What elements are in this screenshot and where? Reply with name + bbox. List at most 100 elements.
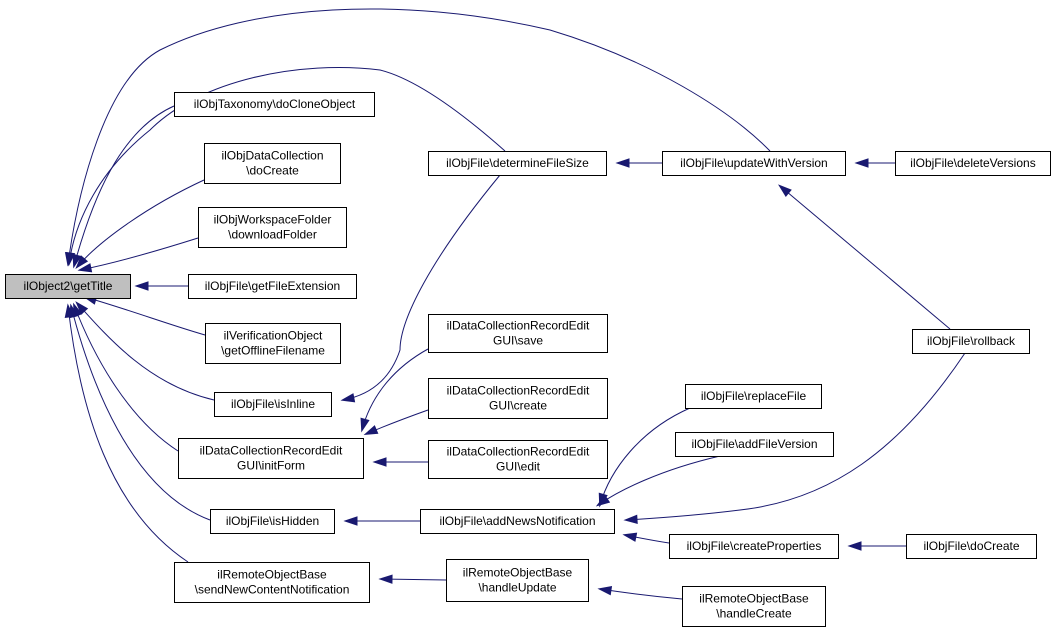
node-box[interactable] (205, 323, 341, 364)
edge-line (599, 588, 683, 600)
node-label: GUI\initForm (237, 459, 305, 473)
node-box[interactable] (895, 151, 1051, 176)
node-box[interactable] (912, 329, 1030, 354)
graph-node-inl[interactable]: ilObjFile\isInline (214, 392, 332, 417)
node-label: ilObjFile\determineFileSize (446, 156, 589, 170)
graph-node-rem[interactable]: ilRemoteObjectBase\sendNewContentNotific… (174, 562, 370, 603)
edge-hid-to-root (69, 303, 211, 521)
node-box[interactable] (198, 207, 347, 248)
node-box[interactable] (428, 151, 607, 176)
edge-cpr-to-ann (622, 532, 670, 544)
edge-arrowhead (778, 184, 792, 197)
node-label: \sendNewContentNotification (195, 583, 350, 597)
edge-fdc-to-cpr (847, 541, 906, 551)
node-box[interactable] (675, 432, 834, 457)
edge-inl-to-root (75, 301, 215, 401)
edge-line (76, 302, 215, 401)
edge-tax-to-root (72, 105, 175, 269)
edge-arrowhead (597, 586, 613, 596)
edge-dlv-to-uwv (854, 158, 895, 168)
node-box[interactable] (682, 586, 826, 627)
graph-node-dfs[interactable]: ilObjFile\determineFileSize (428, 151, 607, 176)
edge-line (76, 179, 205, 268)
graph-node-dcc[interactable]: ilObjDataCollection\doCreate (204, 143, 341, 184)
edge-arrowhead (72, 253, 82, 269)
node-box[interactable] (662, 151, 846, 176)
node-box[interactable] (428, 378, 608, 419)
graph-node-gfe[interactable]: ilObjFile\getFileExtension (188, 274, 357, 299)
graph-node-hup[interactable]: ilRemoteObjectBase\handleUpdate (446, 559, 589, 602)
edge-edt-to-dcr (372, 457, 428, 467)
edge-arrowhead (847, 541, 862, 551)
edge-dfs-to-inl (340, 174, 501, 403)
edge-rlb-to-uwv (778, 184, 951, 330)
edge-line (68, 67, 506, 265)
edge-rlb-to-ann (623, 352, 966, 524)
node-label: ilObjFile\createProperties (687, 539, 822, 553)
edge-dcr-to-root (73, 302, 179, 452)
node-box[interactable] (906, 534, 1037, 559)
edge-arrowhead (615, 158, 630, 168)
node-box[interactable] (214, 392, 332, 417)
node-label: GUI\create (489, 399, 547, 413)
graph-node-hid[interactable]: ilObjFile\isHidden (210, 509, 335, 534)
graph-node-cpr[interactable]: ilObjFile\createProperties (669, 534, 839, 559)
edge-arrowhead (134, 281, 149, 291)
node-label: ilObjFile\updateWithVersion (680, 156, 827, 170)
edge-ann-to-hid (343, 516, 420, 526)
node-box[interactable] (669, 534, 839, 559)
node-label: ilObjFile\rollback (927, 334, 1016, 348)
node-box[interactable] (5, 274, 131, 299)
edge-hcr-to-hup (597, 586, 683, 600)
node-label: \handleUpdate (478, 581, 556, 595)
graph-node-dlv[interactable]: ilObjFile\deleteVersions (895, 151, 1051, 176)
node-box[interactable] (420, 509, 615, 534)
node-label: ilObject2\getTitle (24, 279, 113, 293)
graph-node-afv[interactable]: ilObjFile\addFileVersion (675, 432, 834, 457)
nodes-layer: ilObject2\getTitle ilObjTaxonomy\doCloneO… (5, 92, 1051, 627)
node-label: ilDataCollectionRecordEdit (447, 384, 590, 398)
edge-arrowhead (340, 393, 356, 403)
edge-line (625, 352, 966, 521)
graph-node-ver[interactable]: ilVerificationObject\getOfflineFilename (205, 323, 341, 364)
graph-node-tax[interactable]: ilObjTaxonomy\doCloneObject (174, 92, 375, 117)
node-label: ilObjFile\replaceFile (701, 389, 807, 403)
node-box[interactable] (174, 562, 370, 603)
edge-arrowhead (343, 516, 358, 526)
graph-node-ann[interactable]: ilObjFile\addNewsNotification (420, 509, 615, 534)
edge-arrowhead (595, 494, 611, 507)
edge-line (599, 407, 691, 506)
graph-node-wsf[interactable]: ilObjWorkspaceFolder\downloadFolder (198, 207, 347, 248)
edge-arrowhead (854, 158, 869, 168)
graph-node-uwv[interactable]: ilObjFile\updateWithVersion (662, 151, 846, 176)
graph-node-rpf[interactable]: ilObjFile\replaceFile (685, 384, 822, 409)
node-box[interactable] (446, 559, 589, 602)
graph-node-root[interactable]: ilObject2\getTitle (5, 274, 131, 299)
edge-dcc-to-root (75, 179, 205, 269)
node-label: GUI\save (493, 334, 543, 348)
edge-rem-to-root (64, 303, 189, 563)
edge-arrowhead (372, 457, 387, 467)
node-box[interactable] (685, 384, 822, 409)
node-box[interactable] (210, 509, 335, 534)
graph-node-hcr[interactable]: ilRemoteObjectBase\handleCreate (682, 586, 826, 627)
node-label: ilRemoteObjectBase (463, 566, 573, 580)
node-box[interactable] (174, 92, 375, 117)
node-box[interactable] (428, 440, 608, 479)
graph-node-fdc[interactable]: ilObjFile\doCreate (906, 534, 1037, 559)
node-box[interactable] (188, 274, 357, 299)
node-box[interactable] (178, 438, 364, 479)
edge-sav-to-dcr (360, 348, 429, 433)
edge-arrowhead (623, 514, 638, 524)
edge-line (84, 296, 206, 336)
node-label: ilRemoteObjectBase (217, 568, 327, 582)
graph-node-rlb[interactable]: ilObjFile\rollback (912, 329, 1030, 354)
node-box[interactable] (204, 143, 341, 184)
edge-line (342, 174, 501, 401)
node-box[interactable] (428, 314, 608, 353)
edge-gfe-to-root (134, 281, 188, 291)
